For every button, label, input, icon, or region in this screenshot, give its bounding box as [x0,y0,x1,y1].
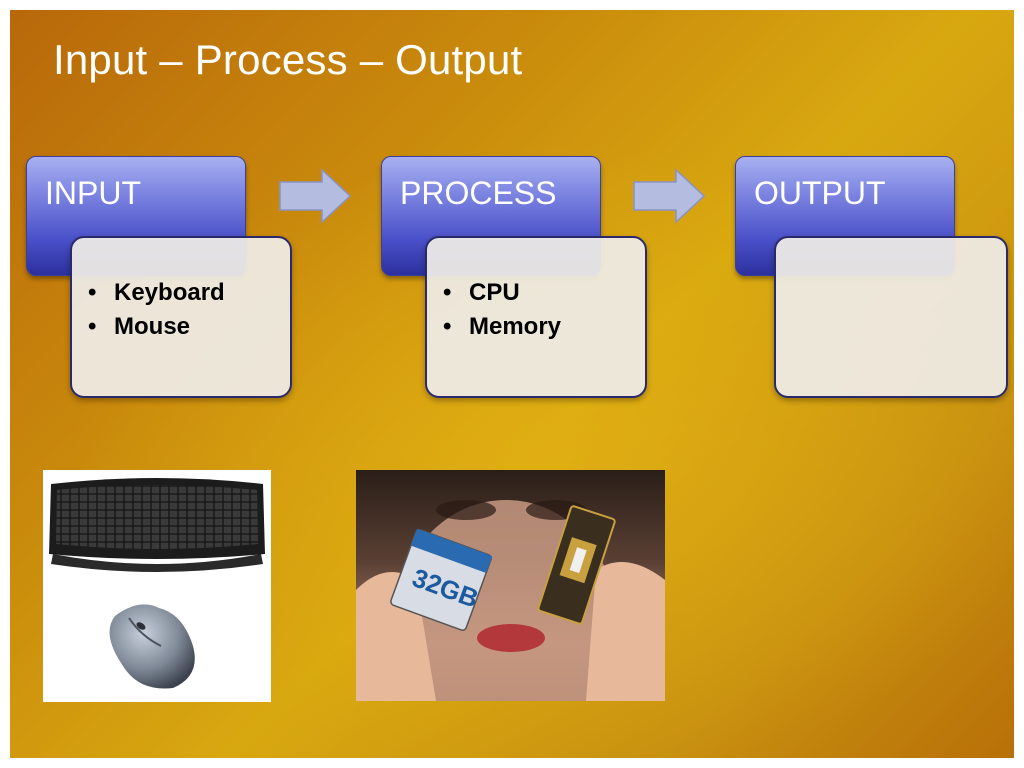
slide: Input – Process – Output INPUT •Keyboard… [10,10,1014,758]
list-item: •Memory [443,313,562,340]
stage-process-label: PROCESS [400,175,557,211]
slide-title: Input – Process – Output [53,36,523,83]
stage-process-body: •CPU •Memory [425,236,647,398]
stage-input-body: •Keyboard •Mouse [70,236,292,398]
list-item: •Mouse [88,313,191,340]
keyboard-mouse-image [43,470,271,702]
stage-output-label: OUTPUT [754,175,886,211]
memory-devices-image: 32GB [356,470,665,701]
stage-input-list: •Keyboard •Mouse [88,276,225,344]
keyboard-icon [49,478,265,689]
right-arrow-icon [279,168,352,224]
list-item: •Keyboard [88,279,225,306]
mouse-icon [109,604,195,689]
stage-input-label: INPUT [45,175,141,211]
memory-chip-icon: 32GB [356,500,665,701]
stage-process-list: •CPU •Memory [443,276,561,344]
right-arrow-icon [633,168,706,224]
stage-output-body [774,236,1008,398]
list-item: •CPU [443,279,520,306]
